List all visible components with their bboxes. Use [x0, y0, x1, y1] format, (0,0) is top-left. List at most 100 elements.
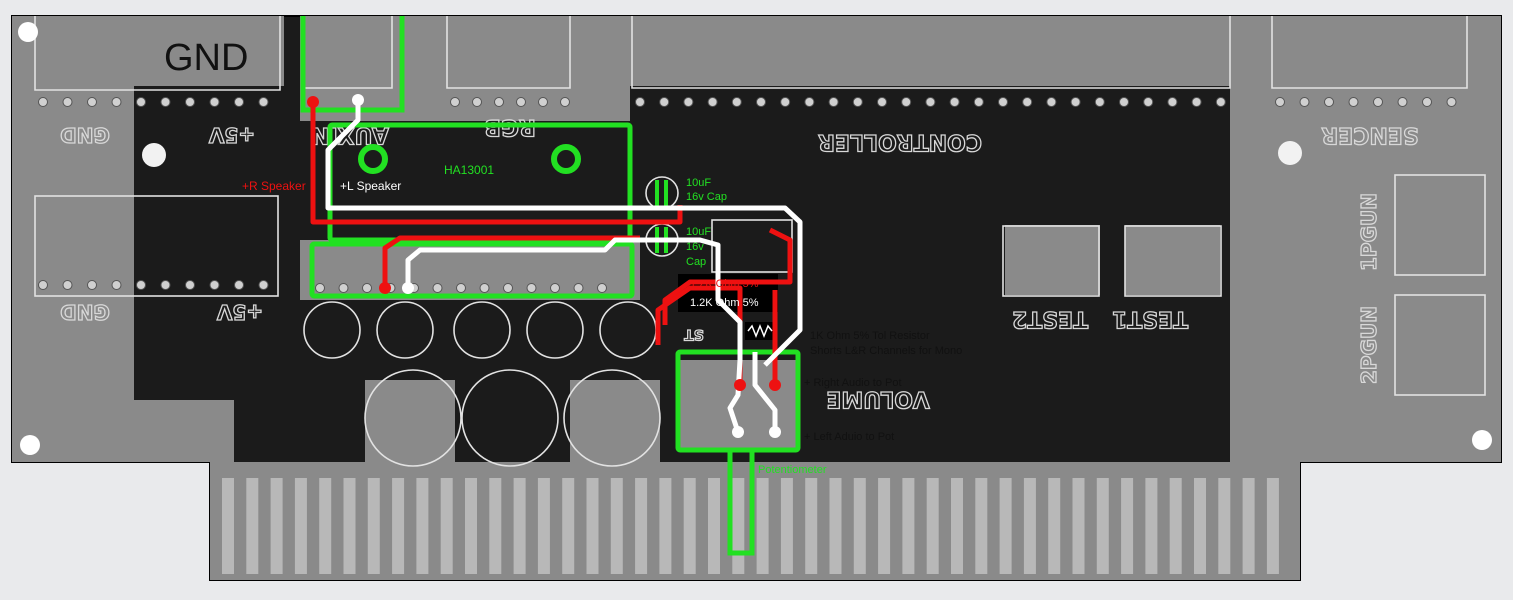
edge-finger — [635, 478, 648, 574]
pin — [1191, 97, 1202, 107]
pin — [1143, 97, 1154, 107]
pin — [901, 97, 912, 107]
cap2-line2: 16v — [686, 241, 704, 253]
pin — [62, 97, 73, 107]
pin — [560, 97, 570, 107]
pin — [683, 97, 694, 107]
edge-finger — [513, 478, 526, 574]
pin — [503, 283, 513, 293]
pin — [1022, 97, 1033, 107]
edge-finger — [805, 478, 818, 574]
edge-finger — [659, 478, 672, 574]
edge-finger — [1048, 478, 1061, 574]
edge-finger — [975, 478, 988, 574]
silk-1pgun: 1PGUN — [1357, 193, 1381, 271]
edge-finger — [708, 478, 720, 574]
pin — [973, 97, 984, 107]
pin — [160, 97, 171, 107]
pin — [38, 97, 48, 107]
pin — [234, 97, 244, 107]
pin — [185, 97, 195, 107]
silk-5v-top: +5V — [208, 123, 255, 147]
pin — [780, 97, 791, 107]
pin — [258, 97, 269, 107]
pin — [707, 97, 718, 107]
pin — [38, 280, 48, 290]
edge-finger — [1145, 478, 1158, 574]
pin — [526, 283, 537, 293]
edge-connector — [222, 478, 1279, 574]
tol-res-line2: Shorts L&R Channels for Mono — [810, 345, 962, 357]
pin — [538, 97, 548, 107]
edge-finger — [780, 478, 793, 574]
edge-finger — [1072, 478, 1085, 574]
chip-label: HA13001 — [444, 163, 494, 177]
pin — [111, 280, 122, 290]
pin — [258, 280, 269, 290]
silk-test1: TEST1 — [1112, 306, 1188, 331]
res1-label: 1.2K Ohm 5% — [690, 278, 759, 290]
trace-endpoints — [307, 94, 781, 438]
pin — [450, 97, 460, 107]
edge-finger — [1194, 478, 1206, 574]
pin — [659, 97, 670, 107]
pin — [597, 283, 607, 293]
resistors — [678, 274, 778, 340]
pin — [472, 97, 482, 107]
edge-finger — [392, 478, 405, 574]
r-speaker-label: +R Speaker — [242, 179, 306, 193]
cap2-line1: 10uF — [686, 226, 711, 238]
pin — [516, 97, 526, 107]
pin — [160, 280, 171, 290]
annotations: GND +R Speaker +L Speaker HA13001 10uF 1… — [164, 37, 962, 476]
edge-finger — [367, 478, 380, 574]
pin — [494, 97, 504, 107]
pin — [852, 97, 863, 107]
silk-labels: GND +5V AUXIN RGB CONTROLLER SENCER GND … — [59, 113, 1419, 411]
top-gnd-label: GND — [164, 37, 248, 79]
pin — [1373, 97, 1383, 107]
edge-finger — [586, 478, 599, 574]
pin — [756, 97, 766, 107]
cap2-line3: Cap — [686, 256, 706, 268]
edge-finger — [537, 478, 550, 574]
edge-finger — [1218, 478, 1231, 574]
edge-finger — [610, 478, 623, 574]
pin — [87, 280, 97, 290]
edge-finger — [1096, 478, 1109, 574]
pin — [362, 283, 372, 293]
edge-finger — [853, 478, 866, 574]
pin — [185, 280, 195, 290]
pin — [1094, 97, 1105, 107]
edge-finger — [756, 478, 769, 574]
pin — [62, 280, 73, 290]
pin — [209, 97, 220, 107]
edge-finger — [319, 478, 332, 574]
left-audio-label: + Left Aduio to Pot — [804, 431, 894, 443]
pin — [209, 280, 220, 290]
silk-volume: VOLUME — [826, 386, 929, 411]
silk-test2: TEST2 — [1012, 306, 1088, 331]
edge-finger — [926, 478, 939, 574]
edge-finger — [343, 478, 356, 574]
edge-finger — [465, 478, 477, 574]
edge-finger — [489, 478, 502, 574]
pin — [1046, 97, 1057, 107]
pin — [998, 97, 1008, 107]
white-traces — [325, 100, 803, 433]
silk-gnd-bottom: GND — [60, 300, 110, 324]
pin — [877, 97, 887, 107]
edge-finger — [902, 478, 915, 574]
pin — [635, 97, 645, 107]
silk-2pgun: 2PGUN — [1357, 306, 1381, 384]
edge-finger — [1242, 478, 1255, 574]
pin — [731, 97, 742, 107]
l-speaker-label: +L Speaker — [340, 179, 401, 193]
silk-gnd-top: GND — [60, 123, 110, 147]
pin — [1348, 97, 1359, 107]
pin — [315, 283, 325, 293]
pin — [573, 283, 584, 293]
edge-finger — [440, 478, 453, 574]
pin — [479, 283, 490, 293]
